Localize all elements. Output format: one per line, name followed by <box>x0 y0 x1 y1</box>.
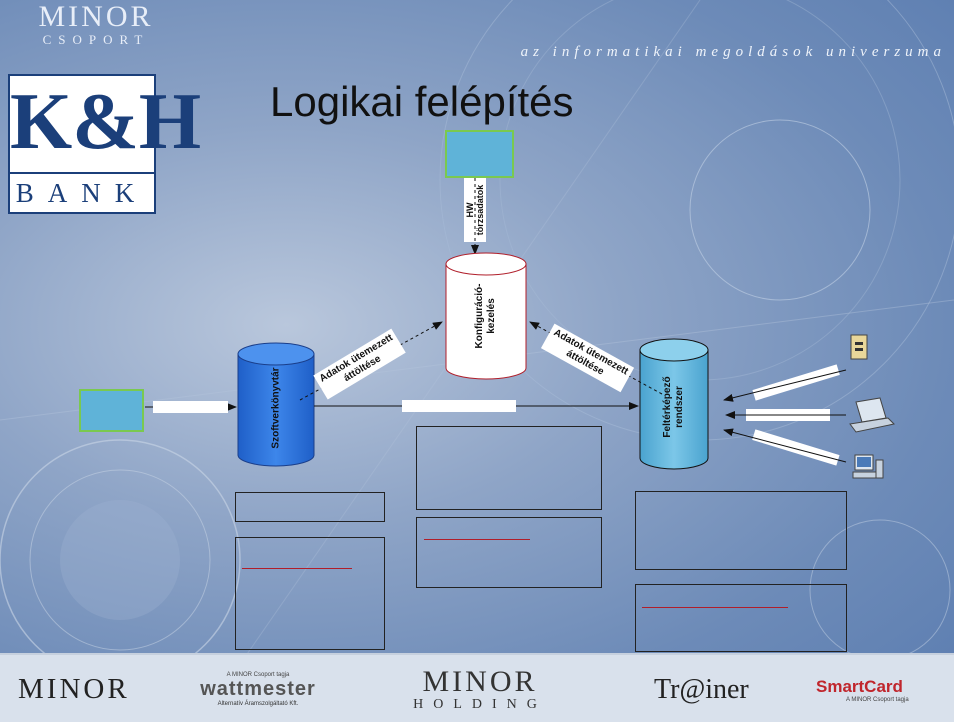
right-red-rule <box>642 607 788 608</box>
discovery-db-label: Feltérképező rendszer <box>662 376 685 438</box>
config-cylinder-top <box>445 252 527 276</box>
laptop-icon <box>849 397 896 433</box>
device-arrow-1 <box>723 369 847 402</box>
hw-source-box <box>445 130 514 178</box>
wattmester-sub: Alternatív Áramszolgáltató Kft. <box>217 701 299 707</box>
left-red-rule <box>242 568 352 569</box>
center-red-rule <box>424 539 530 540</box>
text-box-right-bottom <box>635 584 847 652</box>
kh-bank-word: BANK <box>10 172 154 212</box>
hw-label-box: HW törzsadatok <box>464 178 486 242</box>
desktop-computer-icon <box>852 454 884 479</box>
text-box-center-bottom <box>416 517 602 588</box>
smartcard-logo: SmartCard A MINOR Csoport tagja <box>816 655 909 722</box>
text-box-right-top <box>635 491 847 570</box>
text-box-center-top <box>416 426 602 510</box>
sw-to-discovery-label <box>402 400 516 412</box>
device-arrow-3 <box>723 428 847 463</box>
hw-label: HW törzsadatok <box>465 184 485 236</box>
wattmester-logo: A MINOR Csoport tagja wattmester Alterna… <box>188 655 328 722</box>
software-db-label: Szoftverkönyvtár <box>270 366 282 449</box>
config-cylinder-body <box>445 264 527 380</box>
discovery-cylinder-top <box>639 338 709 362</box>
left-source-box <box>79 389 144 432</box>
slide-title: Logikai felépítés <box>270 78 574 125</box>
minor-holding-logo: MINOR HOLDING <box>380 655 580 722</box>
smartcard-text: SmartCard <box>816 676 903 696</box>
software-db: Szoftverkönyvtár <box>238 360 314 455</box>
software-cylinder-body <box>237 354 315 467</box>
wattmester-text: wattmester <box>200 678 316 700</box>
smartcard-sub: A MINOR Csoport tagja <box>846 696 909 703</box>
discovery-db: Feltérképező rendszer <box>640 356 708 458</box>
discovery-cylinder-body <box>639 350 709 470</box>
discovery-to-config-arrow <box>529 321 663 395</box>
config-db-label: Konfiguráció- kezelés <box>474 283 497 349</box>
minor-holding-bottom: HOLDING <box>413 696 547 712</box>
minor-holding-top: MINOR <box>422 664 538 698</box>
group-sub: CSOPORT <box>42 32 150 47</box>
group-name: MINOR <box>38 0 154 33</box>
software-cylinder-top <box>237 342 315 366</box>
minor-text: MINOR <box>18 673 130 705</box>
left-source-arrow-label <box>153 401 228 413</box>
text-box-left-bottom <box>235 537 385 650</box>
device-arrow-label-3 <box>752 429 840 466</box>
footer-logos: MINOR A MINOR Csoport tagja wattmester A… <box>0 653 954 722</box>
text-box-left-top <box>235 492 385 522</box>
wattmester-top: A MINOR Csoport tagja <box>226 672 290 678</box>
minor-logo: MINOR <box>18 655 130 722</box>
minor-csoport-logo: MINOR CSOPORT <box>6 0 186 48</box>
config-db: Konfiguráció- kezelés <box>446 266 526 366</box>
server-icon <box>850 334 868 360</box>
trainer-logo: Tr@iner <box>654 655 749 722</box>
trainer-text: Tr@iner <box>654 673 749 705</box>
tagline: az informatikai megoldások univerzuma <box>520 44 946 60</box>
